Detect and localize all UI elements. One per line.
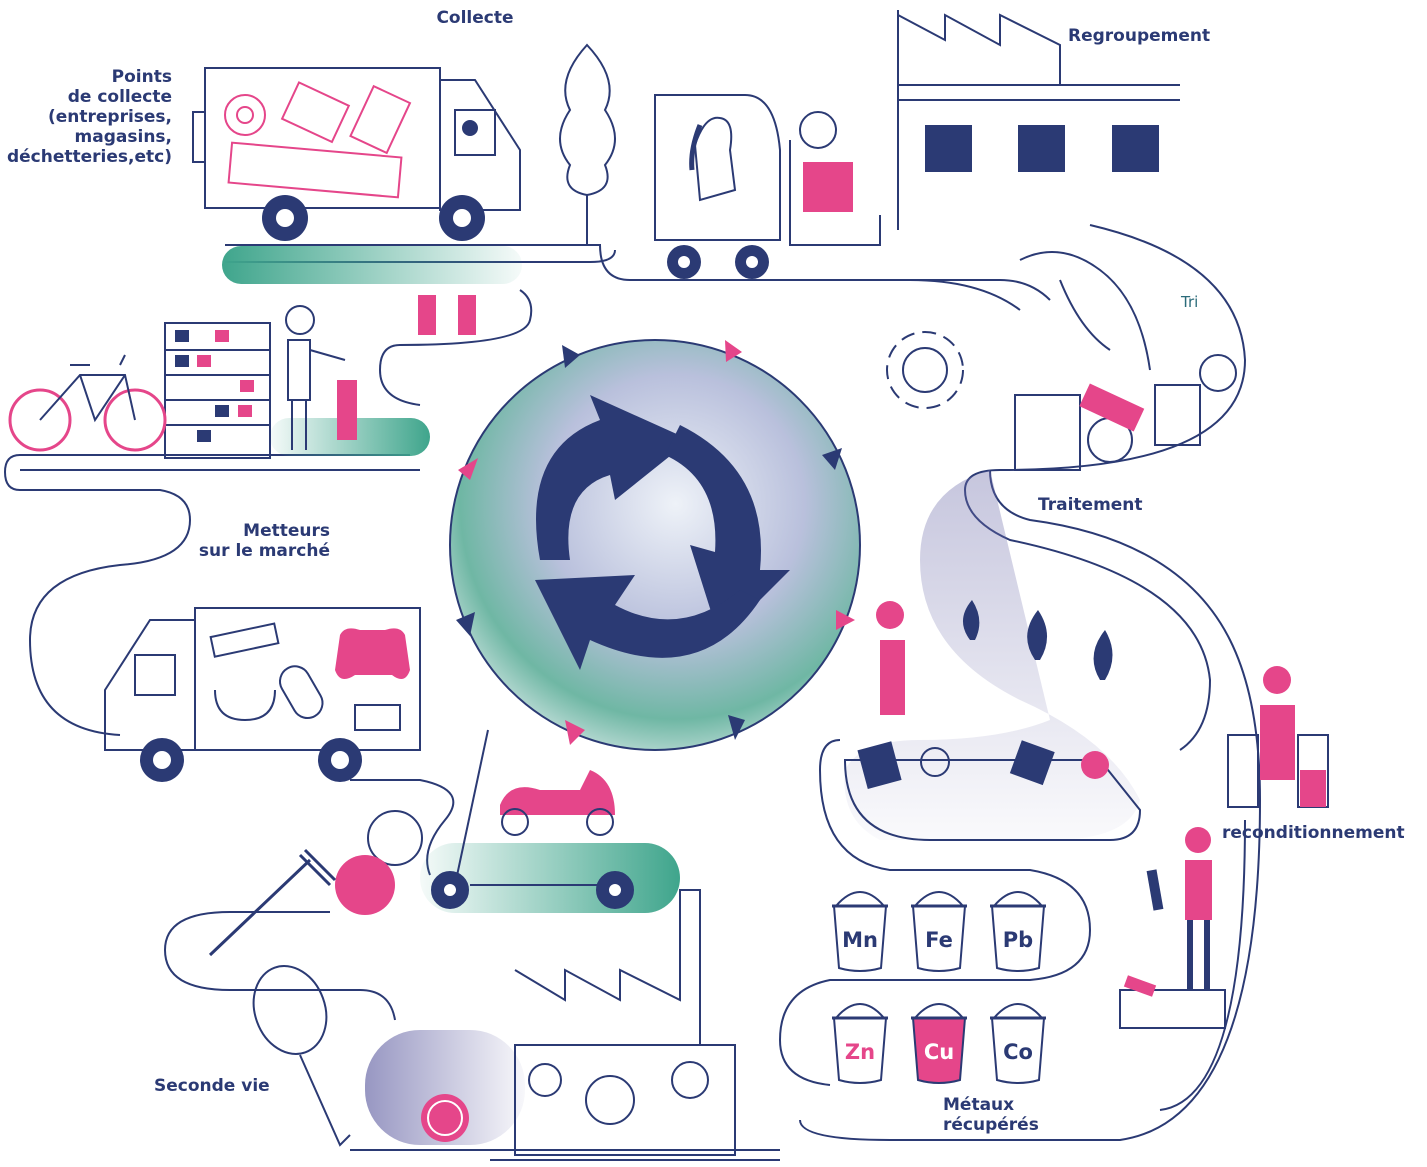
label-traitement: Traitement: [1038, 495, 1143, 515]
purple-band-coin: [365, 1030, 525, 1145]
recycle-circle: [449, 339, 861, 751]
shopper-person: [285, 305, 346, 450]
label-reconditionnement: reconditionnement: [1222, 823, 1405, 843]
factory-windows: [925, 125, 1159, 172]
ball-icon: [335, 810, 423, 915]
recycle-arrows-icon: [535, 395, 790, 670]
truck-wheels: [262, 195, 485, 241]
teal-band-top: [222, 246, 522, 284]
label-regroupement: Regroupement: [1068, 26, 1211, 46]
battery-icon: [1079, 383, 1145, 432]
bucket-icon: [911, 905, 967, 972]
metal-symbol: Pb: [1002, 928, 1034, 952]
metal-symbol: Cu: [923, 1040, 955, 1064]
treatment-basin: [843, 740, 1142, 841]
label-seconde-vie: Seconde vie: [154, 1076, 270, 1096]
gamepad-icon: [335, 628, 410, 679]
delivery-truck-wheels: [140, 738, 362, 782]
gear-icon: [886, 331, 964, 409]
bucket-icon: [990, 1017, 1046, 1084]
metal-symbol: Co: [1003, 1040, 1033, 1064]
key-icon: [252, 965, 351, 1147]
shelf-items: [175, 330, 254, 442]
delivery-truck-icon: [104, 607, 421, 751]
label-tri: Tri: [1181, 293, 1199, 311]
bucket-handle: [914, 1003, 964, 1019]
worker-reconditioning: [1227, 666, 1329, 808]
flame-icon: [962, 600, 1113, 680]
worker-screwdriver: [1119, 827, 1226, 1029]
euro-coin-icon: [421, 1094, 469, 1142]
battery-box-forklift: [803, 162, 853, 212]
bucket-handle: [835, 891, 885, 907]
circle-markers: [456, 340, 855, 745]
bucket-icon: [832, 1017, 888, 1084]
forklift-icon: [654, 94, 881, 246]
forklift-wheels: [667, 245, 769, 279]
pink-bin: [337, 380, 357, 440]
fork-icon: [208, 848, 337, 957]
factory-icon: [897, 10, 1180, 230]
metal-symbol: Mn: [842, 928, 878, 952]
bucket-icon: [990, 905, 1046, 972]
moped-icon: [500, 770, 615, 836]
metal-buckets: [832, 891, 1046, 1084]
metal-symbol: Zn: [844, 1040, 876, 1064]
label-points-collecte: Points de collecte (entreprises, magasin…: [6, 67, 172, 167]
bucket-handle: [993, 891, 1043, 907]
bucket-handle: [914, 891, 964, 907]
bucket-handle: [835, 1003, 885, 1019]
shelf-icon: [164, 322, 271, 459]
worker-treatment: [876, 601, 905, 715]
bucket-handle: [993, 1003, 1043, 1019]
bucket-icon: [832, 905, 888, 972]
label-metaux: Métaux récupérés: [943, 1095, 1039, 1135]
truck-icon: [192, 67, 521, 211]
battery-recycling-bins: [418, 295, 476, 335]
purple-band-treatment: [844, 470, 1140, 840]
metal-symbol: Fe: [925, 928, 953, 952]
bucket-icon: [911, 1017, 967, 1084]
kick-scooter-icon: [431, 729, 634, 909]
bottom-factory-icon: [514, 889, 736, 1156]
bicycle-icon: [8, 354, 167, 452]
label-collecte: Collecte: [436, 8, 514, 28]
sorting-hand: [1014, 251, 1237, 471]
label-metteurs: Metteurs sur le marché: [198, 521, 330, 561]
tree-icon: [559, 43, 616, 245]
